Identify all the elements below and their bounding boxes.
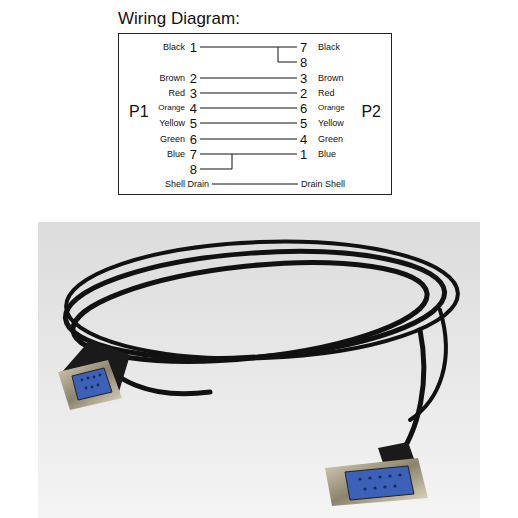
wire-color: Orange [158, 104, 185, 112]
pin-number: 5 [190, 117, 197, 130]
pin-number: 2 [300, 87, 307, 100]
wire [200, 108, 297, 109]
diagram-title: Wiring Diagram: [118, 10, 240, 27]
pin-number: 2 [190, 72, 197, 85]
wire [200, 154, 297, 169]
wire [200, 139, 297, 140]
wire-color: Yellow [159, 119, 185, 128]
pin-number: 4 [300, 133, 307, 146]
pin-number: 4 [190, 102, 197, 115]
connector-name: P1 [129, 104, 149, 120]
wires [200, 47, 298, 184]
wire-color: Black [318, 43, 340, 52]
shell-label: Shell Drain [165, 180, 209, 189]
wire-color: Blue [318, 150, 336, 159]
pin-number: 3 [190, 87, 197, 100]
wire-color: Orange [318, 104, 345, 112]
wire-color: Red [318, 89, 335, 98]
wire-color: Brown [318, 74, 344, 83]
wiring-frame: P1 P2 [118, 33, 392, 195]
wire-color: Green [160, 135, 185, 144]
wire-color: Blue [167, 150, 185, 159]
wire [200, 47, 297, 62]
wire [200, 93, 297, 94]
cable [62, 235, 460, 462]
pin-number: 6 [190, 133, 197, 146]
pin-number: 5 [300, 117, 307, 130]
wire-color: Red [168, 89, 185, 98]
shell-label: Drain Shell [301, 180, 345, 189]
pin-number: 1 [300, 148, 307, 161]
db9-connector [58, 340, 130, 410]
pin-number: 1 [190, 41, 197, 54]
photo-background [38, 222, 480, 518]
wire-color: Yellow [318, 119, 344, 128]
wire [200, 78, 297, 79]
connector-name: P2 [361, 104, 381, 120]
pin-number: 7 [190, 148, 197, 161]
wire [200, 123, 297, 124]
wire [212, 184, 298, 185]
db9-connector [325, 442, 428, 506]
pin-number: 8 [300, 56, 307, 69]
pin-number: 7 [300, 41, 307, 54]
pin-number: 6 [300, 102, 307, 115]
pin-number: 8 [190, 163, 197, 176]
wire-color: Brown [159, 74, 185, 83]
wire-color: Green [318, 135, 343, 144]
pin-number: 3 [300, 72, 307, 85]
wire-color: Black [163, 43, 185, 52]
